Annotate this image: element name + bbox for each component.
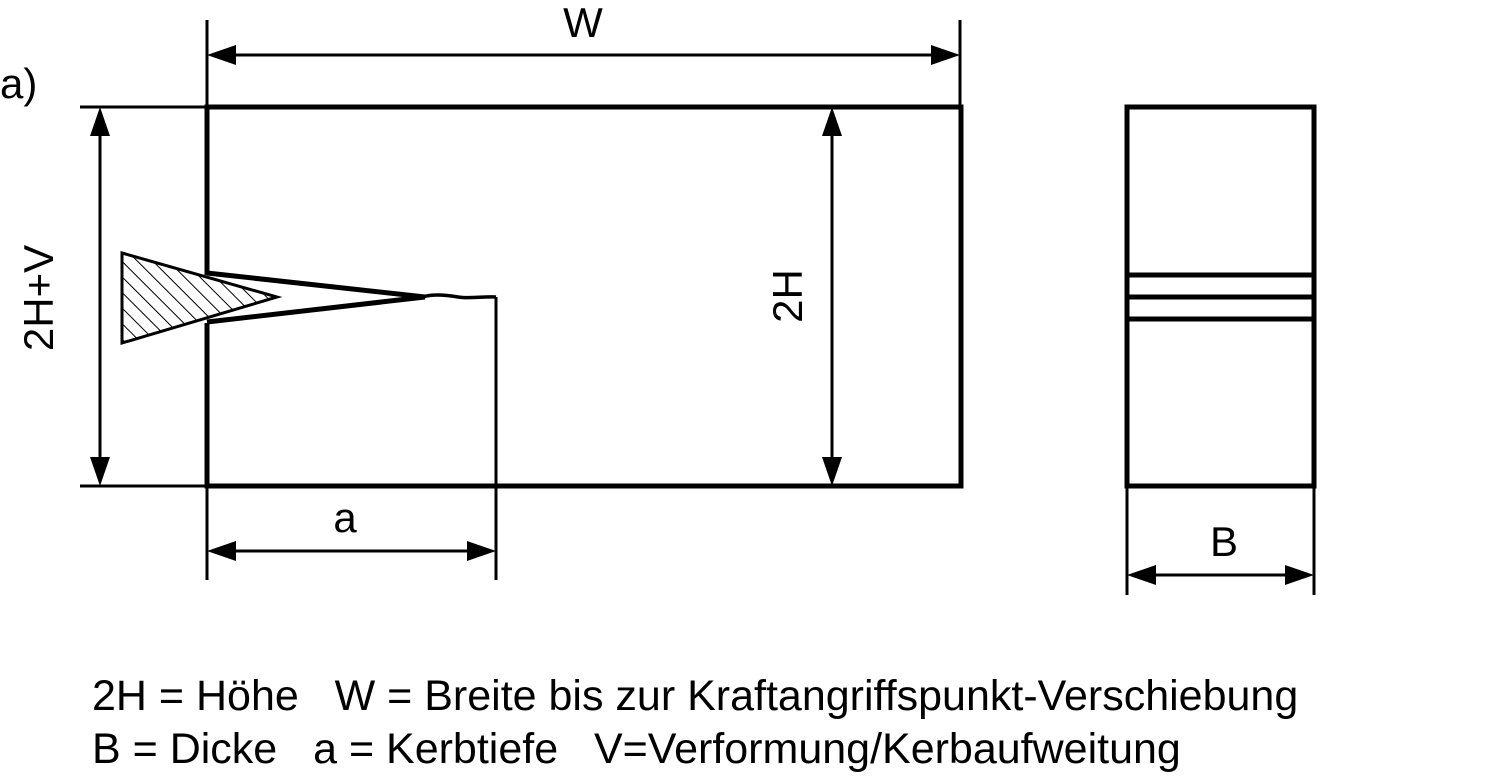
legend-meaning: Dicke: [169, 725, 278, 773]
legend-meaning: Verformung/Kerbaufweitung: [647, 725, 1181, 773]
legend-symbol: B: [92, 725, 121, 773]
wedge-hatched: [120, 251, 283, 346]
legend-line-2: B = Dicke a = Kerbtiefe V=Verformung/Ker…: [92, 725, 1181, 773]
specimen-front-view: [203, 104, 964, 489]
legend-symbol: a: [313, 725, 337, 773]
dimension-w: [205, 20, 962, 107]
dimension-2h-plus-v: [80, 105, 207, 488]
dimension-label-2h: 2H: [764, 269, 811, 323]
legend-symbol: V: [593, 725, 623, 773]
legend-line-1: 2H = Höhe W = Breite bis zur Kraftangrif…: [92, 672, 1299, 720]
legend-meaning: Höhe: [195, 672, 299, 720]
dimension-2h: [822, 107, 842, 486]
legend-symbol: W: [334, 672, 376, 720]
panel-label: a): [0, 60, 37, 107]
legend-meaning: Kerbtiefe: [386, 725, 559, 773]
legend-meaning: Breite bis zur Kraftangriffspunkt-Versch…: [424, 672, 1299, 720]
legend-symbol: 2H: [92, 672, 147, 720]
dimension-label-a: a: [333, 494, 357, 541]
dimension-label-w: W: [563, 0, 603, 46]
specimen-side-view: [1124, 104, 1317, 489]
dimension-label-2h-plus-v: 2H+V: [15, 245, 62, 351]
dimension-a: [205, 297, 498, 580]
dimension-label-b: B: [1210, 518, 1238, 565]
dimension-b: [1125, 486, 1316, 595]
